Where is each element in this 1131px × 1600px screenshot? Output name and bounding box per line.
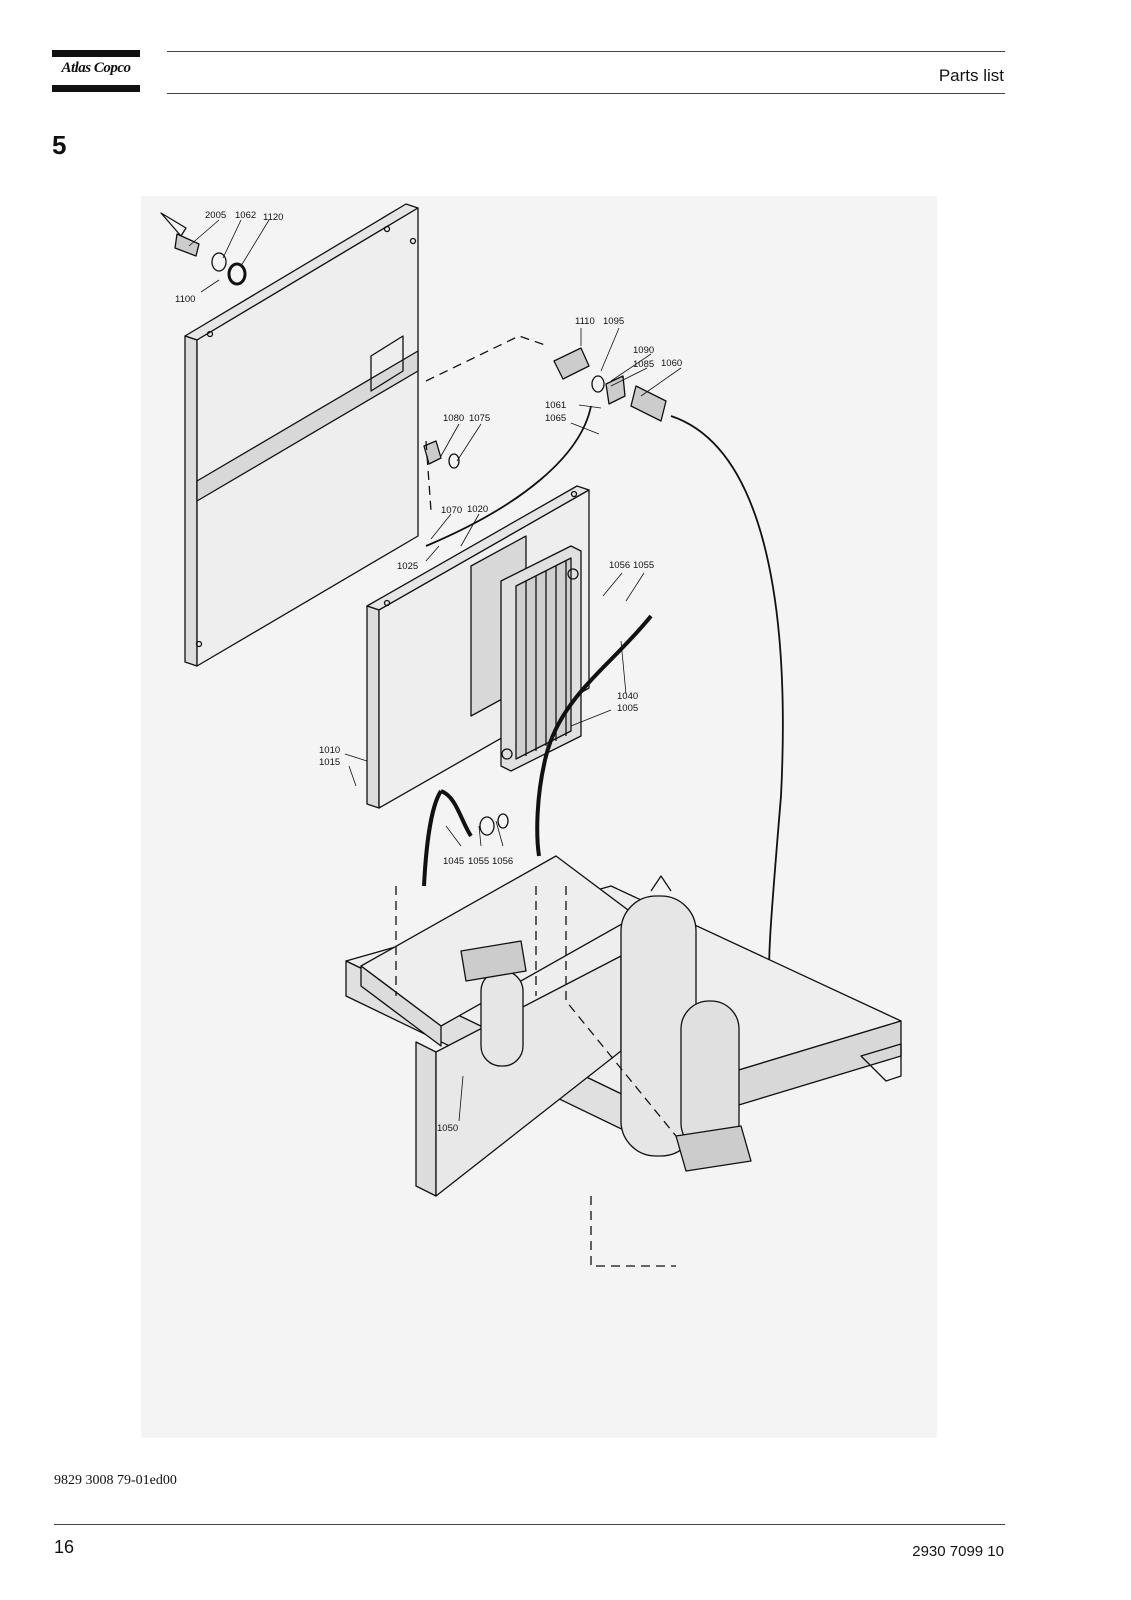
drain-valve-assembly (160, 212, 247, 286)
callout-1085: 1085 (633, 359, 654, 370)
rear-panel (184, 203, 419, 667)
callout-1080: 1080 (443, 413, 464, 424)
callout-1025: 1025 (397, 561, 418, 572)
header-rule-bottom (167, 93, 1005, 94)
upright-bracket (360, 855, 637, 1197)
callout-1040: 1040 (617, 691, 638, 702)
callout-1055-upper: 1055 (633, 560, 654, 571)
callout-1120: 1120 (263, 212, 283, 223)
callout-1110: 1110 (575, 316, 595, 327)
flex-hose-1045 (422, 789, 443, 887)
atlas-copco-logo: Atlas Copco (52, 50, 140, 92)
logo-bar-bottom (52, 85, 140, 92)
callout-1090: 1090 (633, 345, 654, 356)
logo-wordmark: Atlas Copco (61, 60, 131, 76)
callout-1061: 1061 (545, 400, 566, 411)
callout-1055-lower: 1055 (468, 856, 489, 867)
drawing-reference: 9829 3008 79-01ed00 (54, 1473, 177, 1488)
callout-1075: 1075 (469, 413, 490, 424)
callout-leaders (188, 219, 682, 1122)
callout-labels: 2005 1062 1120 1100 1110 1095 1090 1085 … (175, 210, 682, 1134)
solenoid-valve-group (423, 347, 667, 469)
logo-bar-top (52, 50, 140, 57)
footer-rule (54, 1524, 1005, 1525)
callout-1005: 1005 (617, 703, 638, 714)
callout-1015: 1015 (319, 757, 340, 768)
short-hose (425, 405, 592, 547)
page-title: Parts list (938, 66, 1004, 85)
parts-drawing-svg: 2005 1062 1120 1100 1110 1095 1090 1085 … (160, 203, 902, 1267)
callout-1095: 1095 (603, 316, 624, 327)
callout-1062: 1062 (235, 210, 256, 221)
callout-1100: 1100 (175, 294, 195, 305)
header-rule-top (167, 51, 1005, 52)
long-hose (670, 415, 784, 992)
exploded-parts-drawing: 2005 1062 1120 1100 1110 1095 1090 1085 … (141, 196, 937, 1438)
page-number: 16 (54, 1537, 75, 1557)
callout-1056-upper: 1056 (609, 560, 630, 571)
callout-2005: 2005 (205, 210, 226, 221)
compressor (675, 1000, 752, 1172)
callout-1010: 1010 (319, 745, 340, 756)
callout-1045: 1045 (443, 856, 464, 867)
condenser-core (500, 545, 582, 772)
assembly-lines (395, 335, 677, 1267)
flex-hose-1040 (535, 614, 653, 857)
callout-1070: 1070 (441, 505, 462, 516)
callout-1056-lower: 1056 (492, 856, 513, 867)
document-number: 2930 7099 10 (912, 1543, 1004, 1560)
callout-1060: 1060 (661, 358, 682, 369)
callout-1020: 1020 (467, 504, 488, 515)
section-number: 5 (52, 130, 67, 160)
callout-1065: 1065 (545, 413, 566, 424)
callout-1050: 1050 (437, 1123, 458, 1134)
dryer-filter (460, 940, 527, 1067)
